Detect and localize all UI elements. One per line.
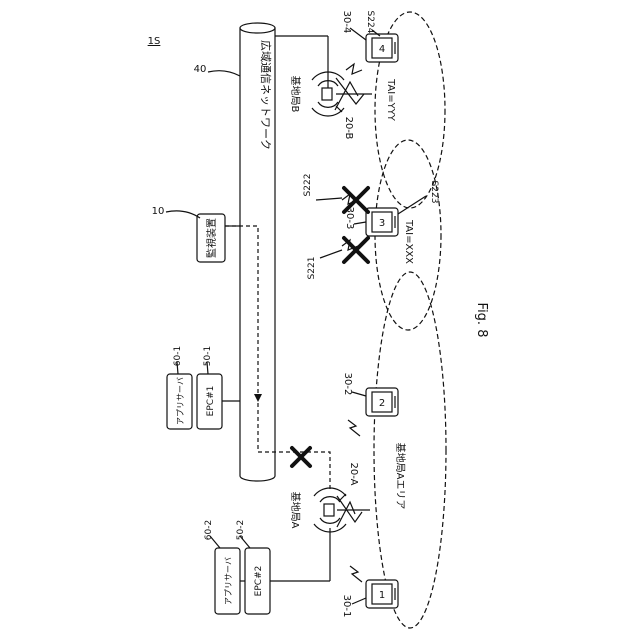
figure-caption: Fig. 8 (474, 303, 489, 338)
monitor-ref-leader (166, 211, 200, 218)
coverage-area-a (374, 272, 446, 628)
app-server2-label: アプリサーバ (224, 557, 233, 605)
coverage-areas (374, 12, 446, 628)
base-station-b-ref: 20-B (343, 117, 354, 140)
base-station-a-tower-icon (324, 496, 370, 527)
network-label: 広域通信ネットワーク (259, 40, 272, 150)
base-station-a-area-label: 基地局Aエリア (394, 443, 407, 510)
dashed-path-arrowhead (254, 394, 262, 402)
dashed-path-cross-icon (292, 448, 310, 466)
app-server1-label: アプリサーバ (176, 377, 185, 425)
step-s222-label: S222 (303, 174, 313, 197)
step-s223-label: S223 (429, 181, 439, 204)
app-server2-ref: 60-2 (204, 520, 214, 540)
terminal-1-number: 1 (379, 590, 385, 601)
system-label: 1S (148, 36, 161, 47)
terminal-2: 2 (366, 388, 398, 416)
terminal-2-number: 2 (379, 398, 385, 409)
base-station-a-ref: 20-A (348, 463, 359, 486)
epc1-ref: 50-1 (203, 346, 213, 366)
step-s222-cross-icon (344, 188, 368, 212)
step-s221-label: S221 (307, 257, 317, 280)
base-station-b-tai-label: TAI=YYY (385, 78, 396, 122)
terminal-4-ref: 30-4 (341, 11, 352, 34)
network-ref: 40 (194, 64, 207, 75)
terminal-3-number: 3 (379, 218, 385, 229)
terminal-1-ref: 30-1 (341, 595, 352, 618)
terminal-2-ref: 30-2 (342, 373, 353, 396)
epc2-label: EPC#2 (254, 566, 264, 597)
step-s224-label: S224 (365, 11, 375, 34)
base-station-a-label: 基地局A (289, 492, 302, 529)
base-station-b-label: 基地局B (289, 76, 302, 113)
monitor-ref: 10 (152, 206, 165, 217)
base-station-b-tower-icon (322, 78, 372, 110)
network-ref-leader (208, 71, 240, 76)
terminal-3-tai-label: TAI=XXX (403, 219, 414, 264)
terminal-1: 1 (366, 580, 398, 608)
app-server1-ref: 60-1 (173, 346, 183, 366)
terminal-3: 3 (366, 208, 398, 236)
epc1-label: EPC#1 (206, 386, 216, 417)
terminal-1-signal-icon (350, 566, 362, 582)
terminal-4: 4 (366, 34, 398, 62)
monitor-label: 監視装置 (205, 218, 218, 258)
terminal-2-signal-icon (348, 420, 360, 436)
terminal-4-signal-icon (346, 64, 362, 74)
terminal-4-number: 4 (379, 44, 385, 55)
